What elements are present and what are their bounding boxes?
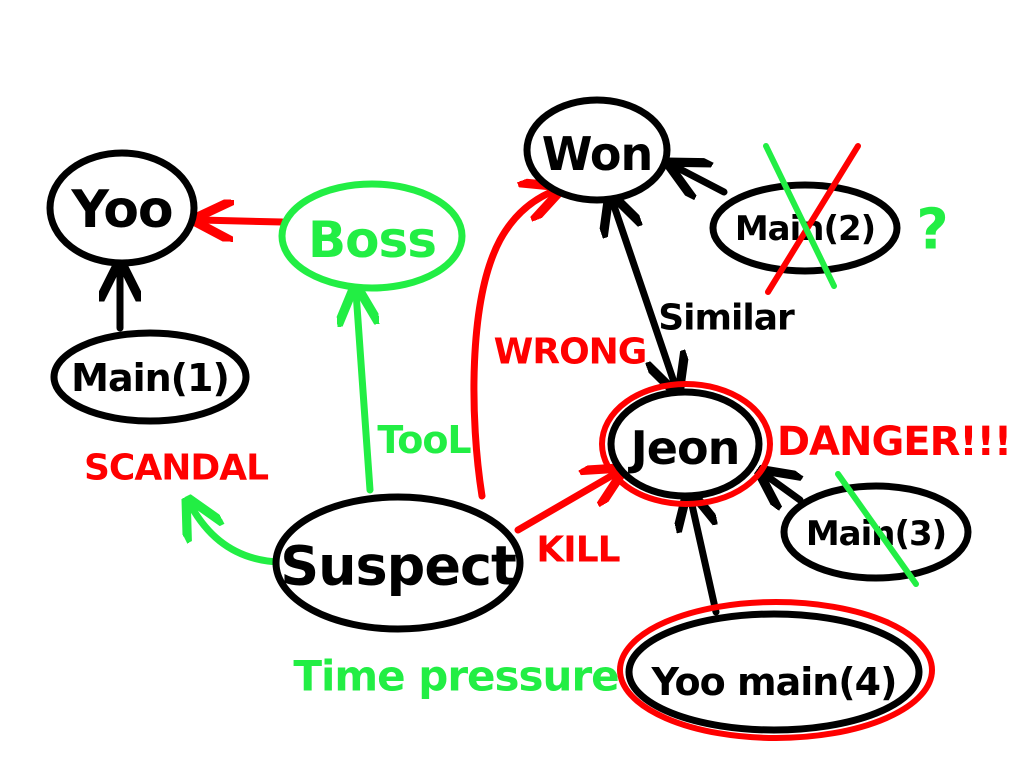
node-yoo-main4: Yoo main(4) [617,599,935,741]
node-boss: Boss [278,180,466,292]
node-jeon-label: Jeon [628,421,740,475]
label-time-pressure: Time pressure [293,652,618,701]
node-suspect-label: Suspect [280,535,516,598]
node-suspect: Suspect [272,493,524,633]
edge-main2-to-won [674,166,728,192]
main3-crossout-green [835,471,919,587]
label-similar: Similar [658,298,795,339]
edge-suspect-to-jeon [514,472,618,534]
label-danger: DANGER!!! [777,419,1011,465]
edge-boss-to-yoo [200,220,286,222]
node-main3-label: Main(3) [806,514,946,554]
edge-suspect-to-boss [356,292,370,494]
label-wrong: WRONG [494,332,647,373]
label-scandal: SCANDAL [84,448,268,489]
label-kill: KILL [536,530,619,571]
edge-won-jeon-similar [612,200,676,388]
node-yoo-label: Yoo [70,180,172,240]
label-question-mark: ? [916,198,947,263]
node-won: Won [523,96,671,204]
node-main1-label: Main(1) [71,356,229,400]
main2-crossout-red [765,143,861,295]
edge-yoomain4-to-jeon [690,496,720,616]
edge-suspect-to-scandal [190,504,284,566]
edge-suspect-to-won [470,190,556,500]
node-won-label: Won [542,127,652,181]
node-boss-label: Boss [308,211,436,269]
node-yoo: Yoo [46,149,198,267]
main2-crossout-green [763,143,837,289]
node-jeon: Jeon [599,381,773,507]
edge-main3-to-jeon [764,474,800,500]
label-tool: TooL [377,418,471,462]
node-main1: Main(1) [50,329,250,425]
node-yoo-main4-label: Yoo main(4) [651,660,897,704]
